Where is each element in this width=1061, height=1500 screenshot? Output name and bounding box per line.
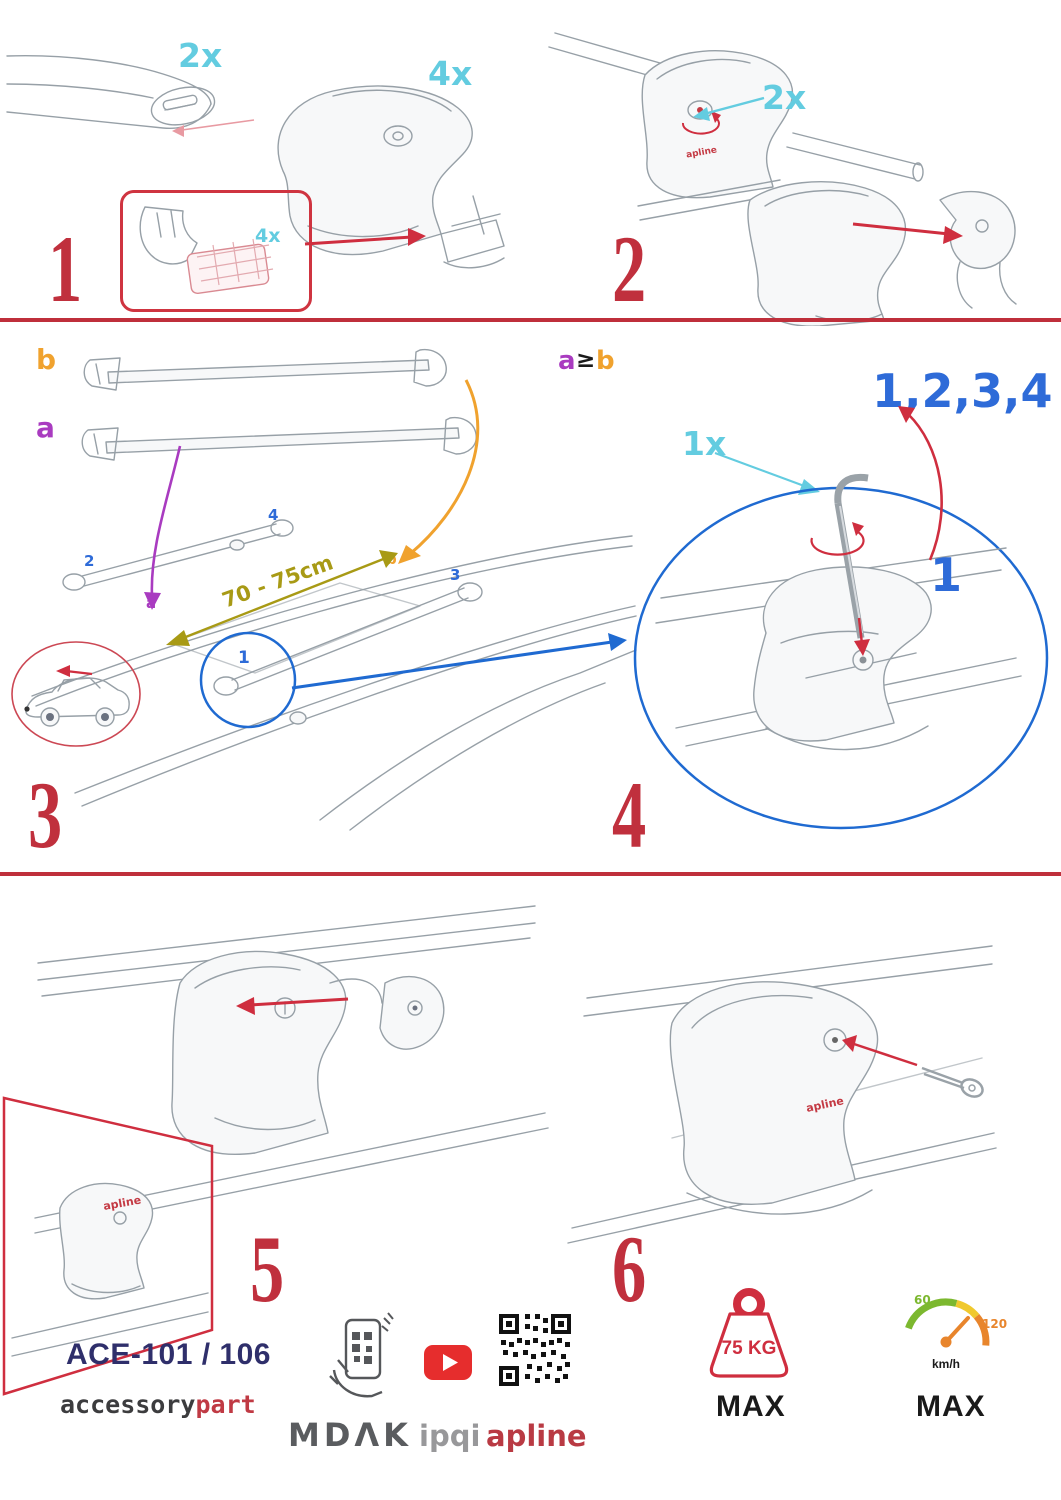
weight-limit-icon: 75 KG (709, 1288, 789, 1378)
bar-foot-endcap-drawing-step2 (637, 179, 1017, 326)
model-number: ACE-101 / 106 (66, 1338, 271, 1371)
phone-scan-icon (329, 1312, 394, 1398)
step-3-number: 3 (28, 762, 63, 868)
speed-low-label: 60 (914, 1293, 931, 1307)
qty-bars-label: 2x (178, 36, 223, 75)
section-divider-2 (0, 872, 1061, 876)
relation-b: b (596, 346, 615, 376)
crossbar-end-drawing (6, 55, 216, 129)
roof-pos-3: 3 (450, 566, 461, 584)
speed-unit-label: km/h (932, 1357, 960, 1371)
brand-name: accessorypart (60, 1392, 256, 1417)
mdak-logo: MDΛK (288, 1416, 412, 1454)
qty-feet-label: 4x (428, 54, 473, 93)
measurement-arrow: 70 - 75cm (166, 550, 398, 646)
bar-b-label: b (36, 343, 57, 376)
speed-max-label: MAX (916, 1390, 986, 1423)
step-5-number: 5 (250, 1216, 285, 1322)
purple-arrow-a (144, 445, 182, 610)
qr-code-icon (497, 1312, 573, 1388)
relation-a: a (558, 346, 576, 376)
bar-a-label: a (36, 411, 55, 444)
qty-key-label: 1x (682, 424, 727, 463)
first-step-number: 1 (930, 548, 963, 602)
red-arrow-endcap (852, 222, 963, 244)
step-1-number: 1 (48, 216, 83, 322)
car-direction-inset (11, 641, 141, 747)
red-arrow-lock-insert (236, 997, 349, 1015)
red-arrow-sequence (898, 406, 943, 561)
weight-value: 75 KG (722, 1338, 777, 1359)
crossbar-a-drawing (81, 416, 477, 461)
cyan-arrow-to-lock (693, 96, 765, 121)
car-roof-drawing (31, 519, 637, 831)
rubber-pad-drawing (139, 206, 274, 295)
roof-pos-2: 2 (84, 552, 95, 570)
relation-symbol: ≥ (576, 347, 596, 373)
speed-high-label: 120 (982, 1317, 1007, 1331)
roof-pos-1: 1 (238, 648, 250, 668)
blue-arrow-to-detail (291, 633, 627, 690)
brand-accessory: accessory (60, 1390, 196, 1419)
weight-max-label: MAX (716, 1390, 786, 1423)
step-2-number: 2 (612, 216, 647, 322)
measurement-text: 70 - 75cm (219, 550, 336, 612)
crossbar-b-drawing (83, 348, 447, 391)
section-divider-1 (0, 318, 1061, 322)
highlight-circle-foot1 (199, 631, 297, 729)
pink-pointer-arrow (172, 119, 255, 137)
tighten-sequence: 1,2,3,4 (872, 364, 1053, 418)
apline-logo: apline (486, 1419, 587, 1453)
orange-arrow-b (398, 379, 480, 564)
detail-zoom-box: 4x (120, 190, 312, 312)
speed-limit-icon: 60 120 km/h (905, 1293, 1007, 1371)
youtube-icon (424, 1345, 472, 1380)
foot-on-bar-drawing-step2 (548, 32, 924, 199)
step-4-number: 4 (612, 762, 647, 868)
rotation-arrow (810, 531, 865, 556)
step-6-number: 6 (612, 1216, 647, 1322)
roof-pos-4: 4 (268, 506, 279, 524)
red-arrow-pad-to-foot (304, 228, 426, 246)
key-insert-drawing-step6: apline (567, 945, 997, 1244)
magnified-foot-detail (633, 473, 1049, 830)
zoom-panel-step5: apline (2, 1096, 214, 1396)
ipqi-logo: ipqi (419, 1419, 481, 1453)
foot-drawing-step1 (277, 85, 505, 269)
brand-part: part (195, 1390, 256, 1419)
qty-pads-label: 4x (255, 225, 281, 247)
qty-locks-label: 2x (762, 78, 807, 117)
